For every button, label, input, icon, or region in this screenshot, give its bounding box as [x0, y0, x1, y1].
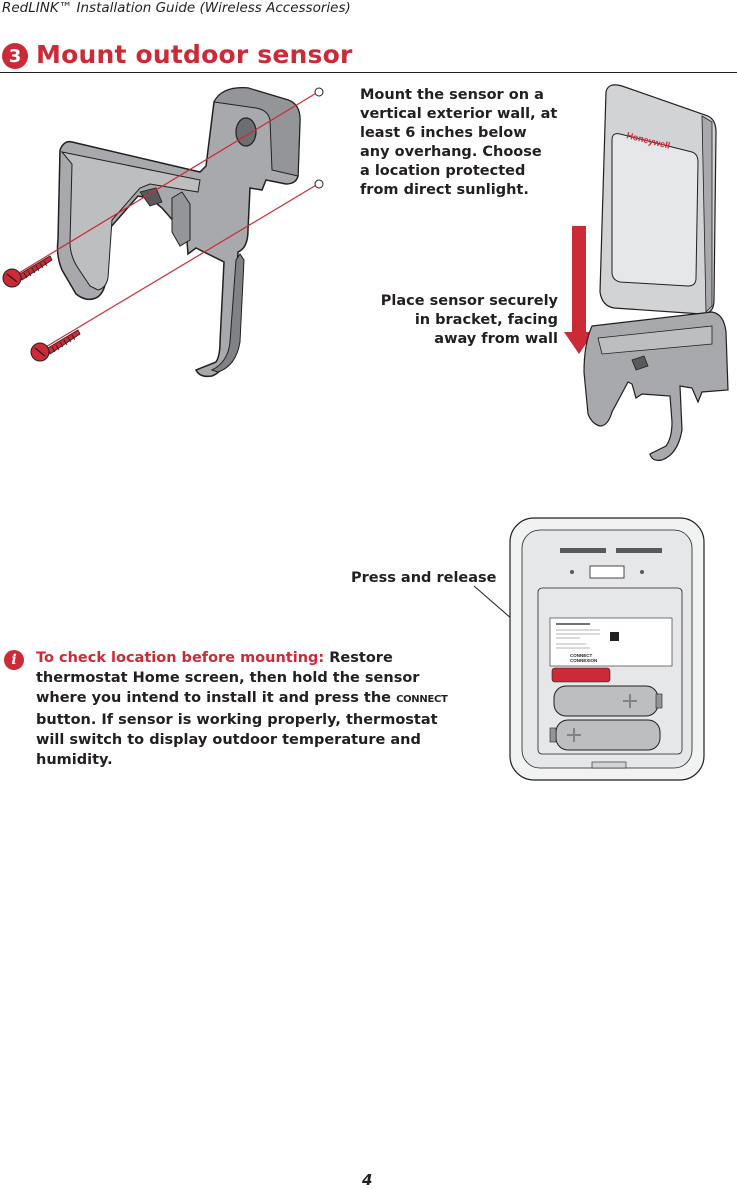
bracket-with-screws-illustration — [2, 87, 324, 378]
screw-upper — [2, 255, 53, 288]
sensor-back-illustration: CONNECT CONNEXION — [473, 517, 705, 781]
mount-line: from direct sunlight. — [360, 182, 529, 198]
page-number: 4 — [362, 1171, 373, 1189]
check-location-lead: To check location before mounting: — [36, 650, 325, 666]
battery-upper — [553, 685, 663, 717]
connect-label-line-1: CONNECT — [570, 653, 593, 658]
mount-line: Mount the sensor on a — [360, 87, 544, 103]
title-divider — [0, 72, 737, 73]
connect-button[interactable] — [551, 667, 611, 683]
down-arrow-shaft — [572, 226, 586, 336]
check-location-paragraph: To check location before mounting: Resto… — [36, 648, 451, 770]
info-icon: i — [4, 650, 24, 670]
place-line: in bracket, facing — [414, 312, 558, 328]
mount-line: a location protected — [360, 163, 526, 179]
screw-lower — [30, 329, 81, 362]
mount-instructions: Mount the sensor on a vertical exterior … — [360, 86, 560, 200]
mount-line: any overhang. Choose — [360, 144, 542, 160]
connect-word: CONNECT — [396, 694, 448, 705]
battery-lower — [549, 719, 661, 751]
check-location-body-2: button. If sensor is working properly, t… — [36, 712, 438, 768]
step-number-badge: 3 — [2, 43, 28, 69]
place-line: Place sensor securely — [380, 293, 558, 309]
place-instructions: Place sensor securely in bracket, facing… — [360, 292, 558, 349]
sensor-in-bracket-illustration: Honeywell — [564, 84, 729, 461]
document-header: RedLINK™ Installation Guide (Wireless Ac… — [2, 0, 351, 16]
press-and-release-label: Press and release — [351, 570, 497, 586]
down-arrow-head — [564, 332, 594, 354]
mount-line: vertical exterior wall, at — [360, 106, 558, 122]
connect-label-line-2: CONNEXION — [570, 658, 597, 663]
check-location-body-1: Restore thermostat Home screen, then hol… — [36, 650, 420, 706]
place-line: away from wall — [434, 331, 558, 347]
mount-line: least 6 inches below — [360, 125, 527, 141]
section-title: Mount outdoor sensor — [36, 40, 353, 69]
